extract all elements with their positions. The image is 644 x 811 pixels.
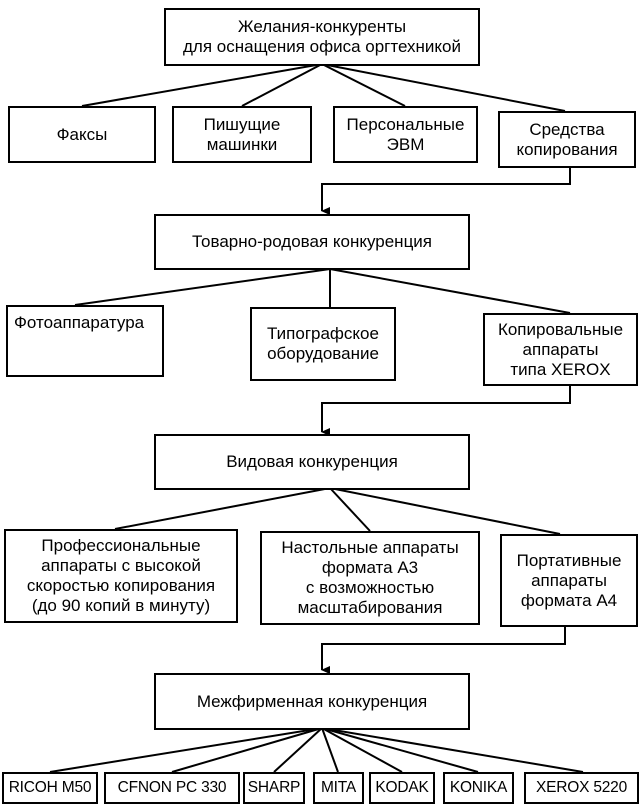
professional-copiers-box: Профессиональные аппараты с высокой скор… [4,529,238,623]
product-generic-competition-box: Товарно-родовая конкуренция [154,214,470,270]
faxes-box: Факсы [8,106,156,163]
species-competition-box: Видовая конкуренция [154,434,470,490]
brand-xerox: XEROX 5220 [524,772,639,804]
photo-equipment-box: Фотоаппаратура [6,305,164,377]
portable-a4-copiers-box: Портативные аппараты формата А4 [500,534,638,627]
typewriters-box: Пишущие машинки [172,106,312,163]
brand-mita: MITA [313,772,364,804]
brand-sharp: SHARP [243,772,305,804]
brand-kodak: KODAK [369,772,435,804]
printing-equipment-box: Типографское оборудование [250,307,396,381]
desires-competitors-box: Желания-конкуренты для оснащения офиса о… [164,8,480,66]
brand-ricoh: RICOH M50 [2,772,98,804]
personal-computers-box: Персональные ЭВМ [333,106,478,163]
xerox-copiers-box: Копировальные аппараты типа XEROX [483,313,638,386]
copying-means-box: Средства копирования [498,111,636,168]
brand-konika: KONIKA [443,772,514,804]
interfirm-competition-box: Межфирменная конкуренция [154,673,470,730]
desktop-a3-copiers-box: Настольные аппараты формата А3 с возможн… [260,531,480,625]
brand-cfnon: CFNON PC 330 [104,772,240,804]
